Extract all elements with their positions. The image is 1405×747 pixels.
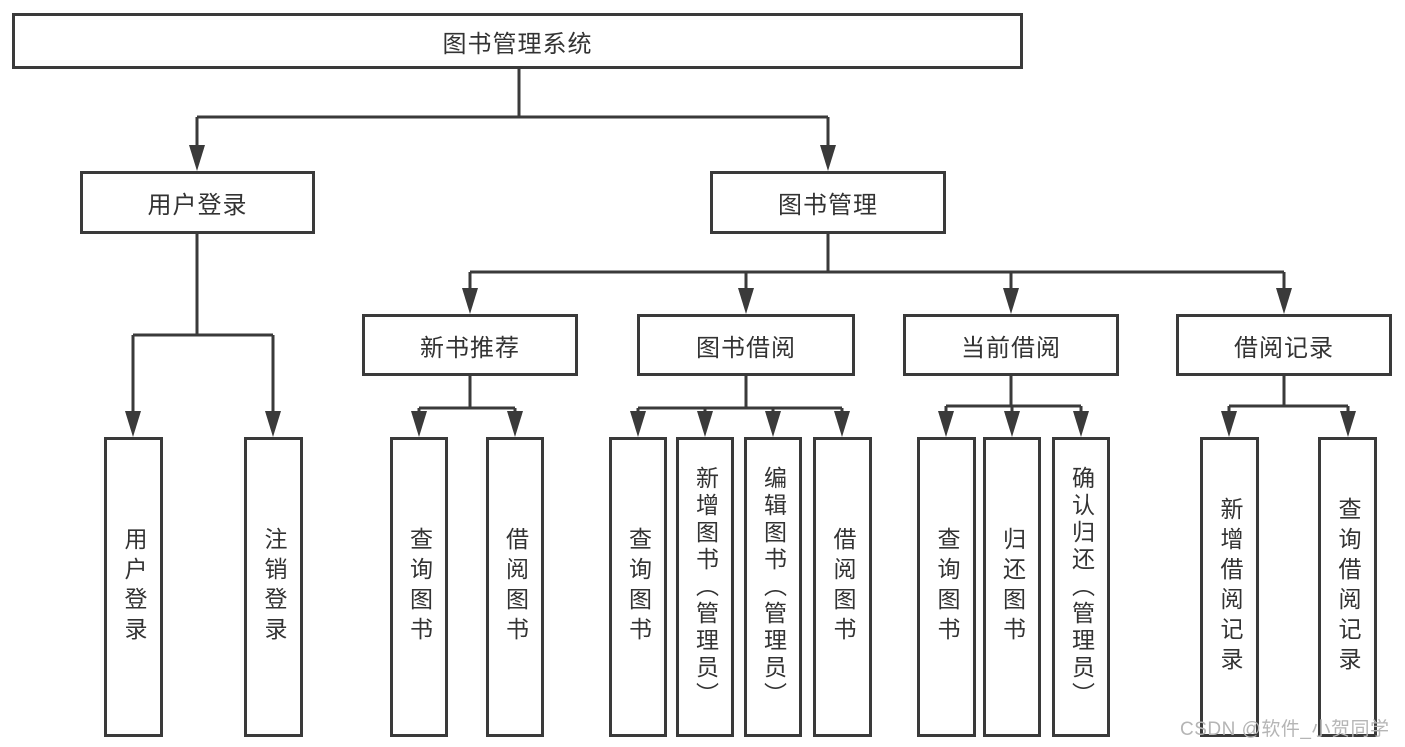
node-label: 查询图书	[406, 527, 433, 647]
node-label: 新书推荐	[420, 334, 520, 362]
node-label: 用户登录	[147, 192, 248, 219]
arrow-down-icon	[630, 411, 646, 437]
arrow-down-icon	[189, 145, 205, 171]
leaf-borrow-books-2: 借阅图书	[813, 437, 872, 737]
leaf-borrow-books-1: 借阅图书	[486, 437, 544, 737]
node-label: 用户登录	[121, 527, 147, 647]
arrow-down-icon	[1276, 288, 1292, 314]
node-current-borrowing: 当前借阅	[903, 314, 1119, 376]
arrow-down-icon	[738, 288, 754, 314]
arrow-down-icon	[1073, 411, 1089, 437]
node-label: 查询借阅记录	[1335, 497, 1361, 677]
arrow-down-icon	[1340, 411, 1356, 437]
arrow-down-icon	[125, 411, 141, 437]
node-label: 图书管理	[778, 192, 878, 219]
arrow-down-icon	[697, 411, 713, 437]
node-label: 归还图书	[999, 527, 1026, 647]
node-book-borrowing: 图书借阅	[637, 314, 855, 376]
node-label: 借阅图书	[830, 527, 856, 647]
leaf-query-borrow-record: 查询借阅记录	[1318, 437, 1377, 737]
node-user-login: 用户登录	[80, 171, 315, 234]
node-book-management: 图书管理	[710, 171, 946, 234]
node-label: 当前借阅	[961, 334, 1061, 362]
leaf-query-books-1: 查询图书	[390, 437, 448, 737]
leaf-query-books-3: 查询图书	[917, 437, 976, 737]
leaf-confirm-return-admin: 确认归还（管理员）	[1052, 437, 1110, 737]
arrow-down-icon	[265, 411, 281, 437]
arrow-down-icon	[507, 411, 523, 437]
arrow-down-icon	[462, 288, 478, 314]
arrow-down-icon	[1221, 411, 1237, 437]
leaf-edit-books-admin: 编辑图书（管理员）	[744, 437, 802, 737]
node-new-book-recommend: 新书推荐	[362, 314, 578, 376]
node-label: 注销登录	[261, 527, 287, 647]
node-borrowing-records: 借阅记录	[1176, 314, 1392, 376]
arrow-down-icon	[411, 411, 427, 437]
connector-paths	[131, 69, 1350, 414]
arrow-down-icon	[1004, 411, 1020, 437]
leaf-return-books: 归还图书	[983, 437, 1041, 737]
node-library-system: 图书管理系统	[12, 13, 1023, 69]
node-label: 借阅记录	[1234, 334, 1334, 362]
watermark: CSDN @软件_小贺同学	[1180, 719, 1390, 740]
leaf-add-borrow-record: 新增借阅记录	[1200, 437, 1259, 737]
node-label: 编辑图书（管理员）	[760, 465, 787, 709]
node-label: 查询图书	[625, 527, 652, 647]
node-label: 确认归还（管理员）	[1068, 465, 1095, 709]
leaf-add-books-admin: 新增图书（管理员）	[676, 437, 734, 737]
node-label: 借阅图书	[502, 527, 529, 647]
arrowhead-icons	[125, 145, 1356, 437]
node-label: 图书借阅	[696, 334, 796, 362]
arrow-down-icon	[1003, 288, 1019, 314]
node-label: 图书管理系统	[442, 30, 593, 58]
leaf-user-login: 用户登录	[104, 437, 163, 737]
arrow-down-icon	[938, 411, 954, 437]
leaf-query-books-2: 查询图书	[609, 437, 667, 737]
node-label: 新增借阅记录	[1217, 497, 1243, 677]
node-label: 新增图书（管理员）	[692, 465, 719, 709]
leaf-logout: 注销登录	[244, 437, 303, 737]
arrow-down-icon	[820, 145, 836, 171]
arrow-down-icon	[765, 411, 781, 437]
node-label: 查询图书	[934, 527, 960, 647]
arrow-down-icon	[834, 411, 850, 437]
